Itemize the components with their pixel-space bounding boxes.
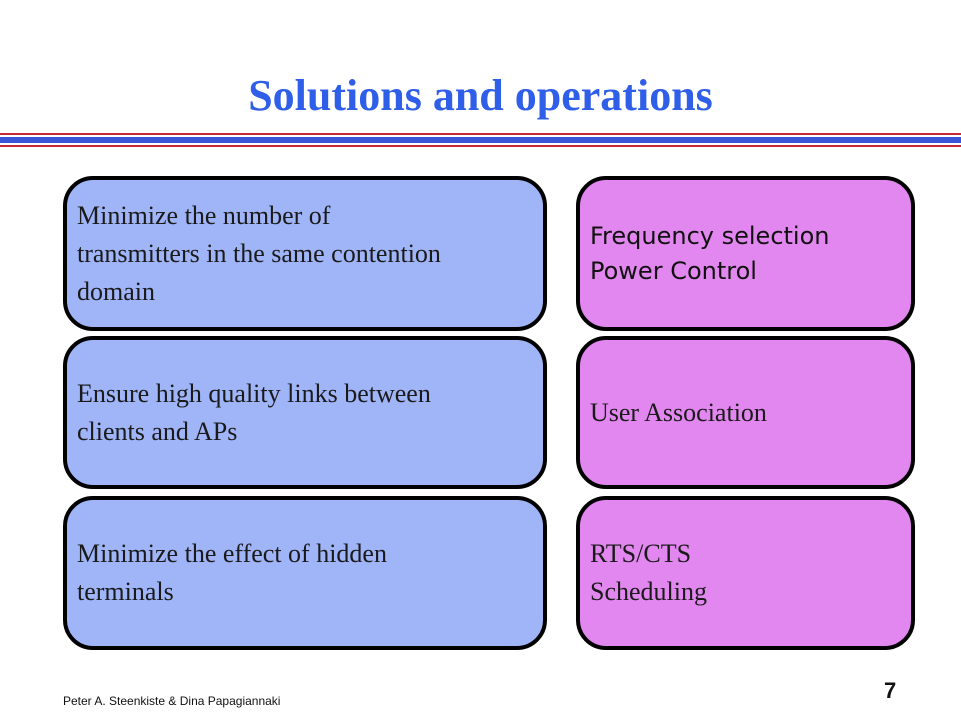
- goal-text-3: Minimize the effect of hidden terminals: [77, 539, 387, 606]
- operation-text-2: User Association: [590, 397, 767, 427]
- operation-text-3: RTS/CTS Scheduling: [590, 539, 707, 606]
- title-rule-red-top: [0, 133, 961, 135]
- operation-box-1: Frequency selection Power Control: [576, 176, 915, 331]
- goal-box-3: Minimize the effect of hidden terminals: [63, 496, 547, 650]
- goal-box-1: Minimize the number of transmitters in t…: [63, 176, 547, 331]
- operation-box-3: RTS/CTS Scheduling: [576, 496, 915, 650]
- operation-text-1: Frequency selection Power Control: [590, 221, 830, 285]
- title-rule-red-bottom: [0, 145, 961, 147]
- footer-authors: Peter A. Steenkiste & Dina Papagiannaki: [63, 694, 281, 708]
- goal-text-1: Minimize the number of transmitters in t…: [77, 200, 441, 306]
- title-rule-blue: [0, 137, 961, 143]
- goal-box-2: Ensure high quality links between client…: [63, 336, 547, 489]
- goal-text-2: Ensure high quality links between client…: [77, 378, 431, 446]
- operation-box-2: User Association: [576, 336, 915, 489]
- page-number: 7: [884, 678, 897, 703]
- slide-title: Solutions and operations: [248, 71, 713, 120]
